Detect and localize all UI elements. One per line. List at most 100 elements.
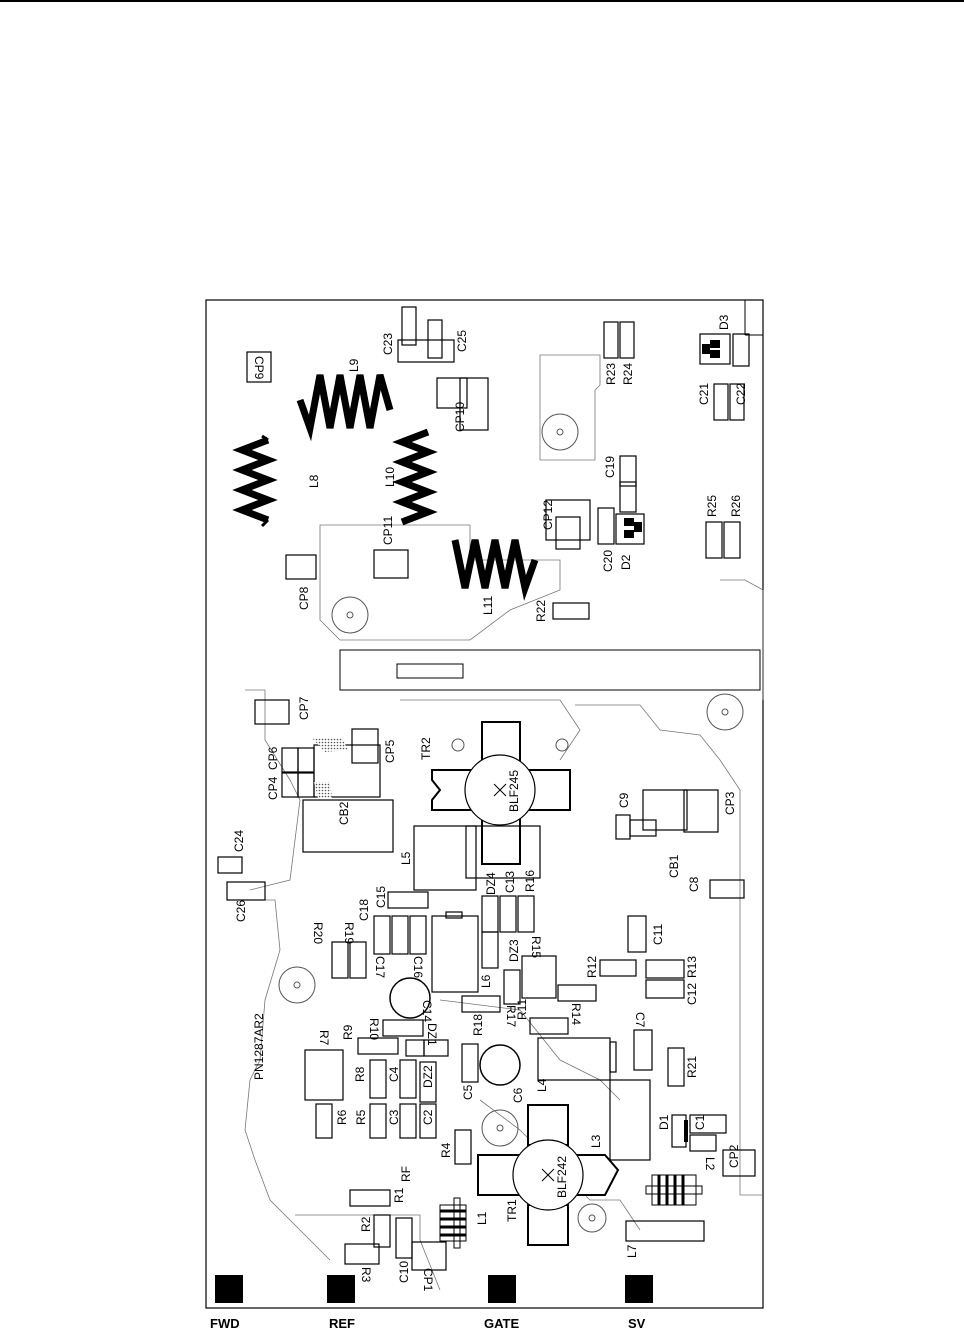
label-r21: R21 <box>685 1056 699 1078</box>
label-cp10: CP10 <box>453 402 467 432</box>
transistor-tr1 <box>477 1104 620 1246</box>
connector-label-sv: SV <box>628 1316 646 1331</box>
label-r3: R3 <box>359 1267 373 1283</box>
label-c1: C1 <box>693 1114 707 1130</box>
label-cp6: CP6 <box>266 746 280 770</box>
label-d2: D2 <box>619 554 633 570</box>
label-r26: R26 <box>729 495 743 517</box>
label-cp8: CP8 <box>297 586 311 610</box>
label-r12: R12 <box>585 956 599 978</box>
connector-label-fwd: FWD <box>210 1316 240 1331</box>
component-pads <box>217 306 756 1271</box>
label-cb1: CB1 <box>667 854 681 878</box>
label-c6: C6 <box>511 1087 525 1103</box>
diode-pads <box>624 340 720 1142</box>
connector-pads <box>215 1275 653 1303</box>
label-dz3: DZ3 <box>507 939 521 962</box>
connector-label-ref: REF <box>329 1316 355 1331</box>
label-c16: C16 <box>411 956 425 978</box>
label-r16: R16 <box>523 870 537 892</box>
label-c14: C14 <box>420 1000 434 1022</box>
board-outline <box>205 299 764 1309</box>
label-r25: R25 <box>705 495 719 517</box>
page-top-rule <box>0 0 964 2</box>
label-d3: D3 <box>717 314 731 330</box>
label-r1: R1 <box>392 1187 406 1203</box>
label-c2: C2 <box>421 1109 435 1125</box>
label-c12: C12 <box>685 983 699 1005</box>
label-r6: R6 <box>335 1109 349 1125</box>
label-l4: L4 <box>535 1078 549 1092</box>
transistor-tr2 <box>431 721 571 865</box>
label-blf242: BLF242 <box>555 1156 569 1198</box>
label-l5: L5 <box>399 851 413 865</box>
label-r20: R20 <box>311 922 325 944</box>
label-c15: C15 <box>374 886 388 908</box>
label-rf: RF <box>399 1166 413 1182</box>
label-l6: L6 <box>479 974 493 988</box>
label-cp5: CP5 <box>383 739 397 763</box>
label-tr2: TR2 <box>419 737 433 760</box>
label-r15: R15 <box>529 936 543 958</box>
label-cb2: CB2 <box>337 801 351 825</box>
label-c21: C21 <box>697 383 711 405</box>
trimmer-capacitors <box>389 977 521 1086</box>
label-dz2: DZ2 <box>421 1065 435 1088</box>
label-c25: C25 <box>455 330 469 352</box>
label-c7: C7 <box>633 1012 647 1028</box>
coil-l11 <box>451 539 539 601</box>
label-c26: C26 <box>234 900 248 922</box>
label-r23: R23 <box>604 363 618 385</box>
label-c23: C23 <box>381 333 395 355</box>
label-r24: R24 <box>621 363 635 385</box>
label-c22: C22 <box>734 383 748 405</box>
label-c10: C10 <box>397 1261 411 1283</box>
label-d1: D1 <box>657 1114 671 1130</box>
label-c20: C20 <box>601 550 615 572</box>
label-r8: R8 <box>353 1066 367 1082</box>
label-l9: L9 <box>347 358 361 372</box>
coil-l10 <box>392 428 438 526</box>
label-pn: PN1287AR2 <box>252 1013 266 1080</box>
label-l10: L10 <box>383 467 397 487</box>
label-c19: C19 <box>603 456 617 478</box>
label-dz1: DZ1 <box>425 1023 439 1046</box>
label-r18: R18 <box>471 1014 485 1036</box>
label-cp7: CP7 <box>297 696 311 720</box>
label-c3: C3 <box>387 1109 401 1125</box>
label-cp9: CP9 <box>252 356 266 380</box>
label-c13: C13 <box>503 871 517 893</box>
label-r17: R17 <box>504 1005 518 1027</box>
label-r9: R9 <box>341 1024 355 1040</box>
label-c24: C24 <box>232 830 246 852</box>
label-blf245: BLF245 <box>507 770 521 812</box>
label-cp3: CP3 <box>723 791 737 815</box>
label-l1: L1 <box>475 1211 489 1225</box>
inductor-l2 <box>645 1174 703 1206</box>
label-cp11: CP11 <box>381 516 395 545</box>
label-r11: R11 <box>515 999 529 1020</box>
label-c4: C4 <box>387 1066 401 1082</box>
coil-inductors <box>232 374 539 601</box>
label-l11: L11 <box>481 596 495 615</box>
label-r22: R22 <box>534 600 548 622</box>
label-l2: L2 <box>703 1157 717 1171</box>
label-r2: R2 <box>359 1216 373 1232</box>
label-cp4: CP4 <box>266 776 280 800</box>
label-r7: R7 <box>317 1030 331 1046</box>
label-cp2: CP2 <box>727 1144 741 1168</box>
label-tr1: TR1 <box>505 1199 519 1222</box>
label-c8: C8 <box>687 876 701 892</box>
label-r5: R5 <box>354 1109 368 1125</box>
label-r13: R13 <box>685 956 699 978</box>
hatched-areas <box>312 738 348 798</box>
label-dz4: DZ4 <box>484 872 498 895</box>
label-r4: R4 <box>439 1142 453 1158</box>
label-cp12: CP12 <box>541 500 555 530</box>
ground-plane-contours <box>244 354 764 1291</box>
label-cp1: CP1 <box>421 1268 435 1292</box>
label-c11: C11 <box>651 924 665 945</box>
label-l7: L7 <box>625 1244 639 1258</box>
label-r14: R14 <box>569 1003 583 1025</box>
label-l3: L3 <box>589 1134 603 1148</box>
